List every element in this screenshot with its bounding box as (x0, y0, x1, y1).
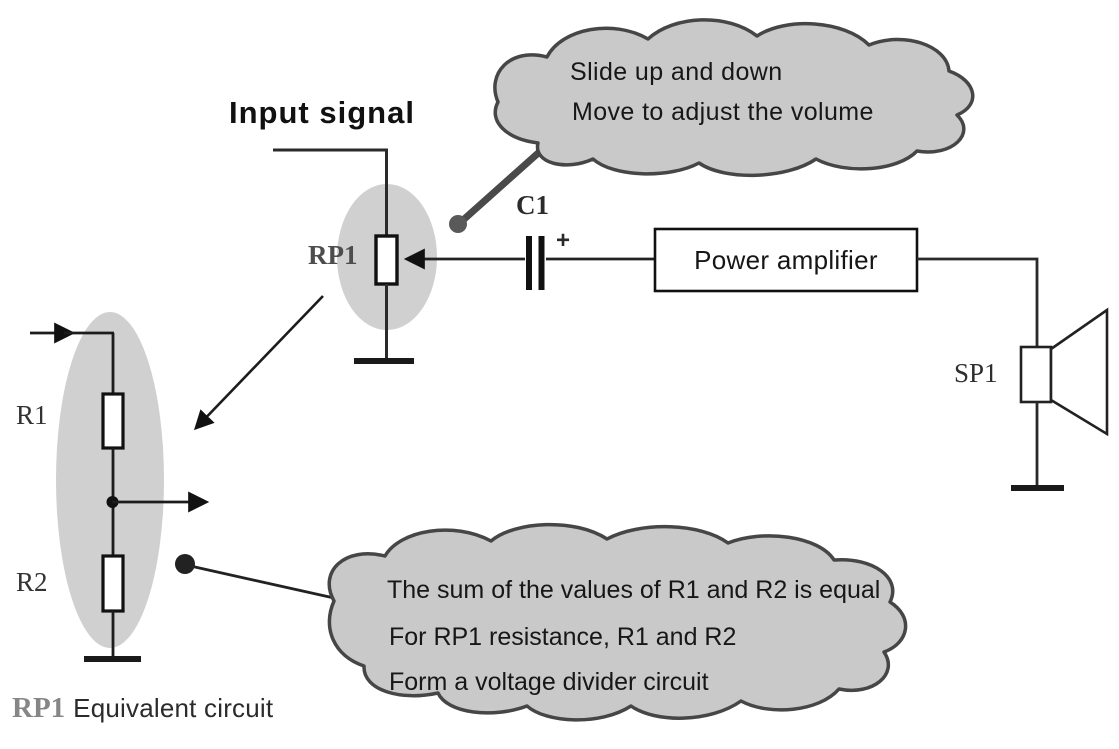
speaker-icon (1011, 307, 1109, 491)
bottom-cloud-callout (175, 522, 908, 722)
resistor-r2-symbol (101, 554, 125, 613)
top-cloud-pointer-line (458, 143, 549, 225)
amp-to-speaker-wire (917, 257, 1039, 347)
input-signal-wire (273, 148, 388, 236)
top-cloud-callout (449, 18, 975, 233)
bottom-cloud-pointer-dot (175, 554, 195, 574)
potentiometer-symbol (354, 234, 525, 364)
top-callout-line2: Move to adjust the volume (572, 98, 874, 126)
top-cloud-pointer-dot (449, 215, 467, 233)
c1-label: C1 (516, 190, 549, 220)
rp1-label: RP1 (308, 240, 358, 270)
bottom-cloud-pointer-line (185, 563, 335, 600)
caption-text: Equivalent circuit (73, 693, 274, 723)
bottom-callout-line2: For RP1 resistance, R1 and R2 (389, 623, 737, 651)
bottom-callout-line3: Form a voltage divider circuit (389, 668, 709, 696)
power-amplifier-label: Power amplifier (694, 244, 878, 275)
equivalent-circuit-highlight-ellipse (56, 312, 164, 648)
rp1-to-equivalent-arrow (193, 295, 324, 431)
r1-label: R1 (16, 400, 48, 430)
resistor-r1-symbol (101, 392, 125, 450)
top-callout-line1: Slide up and down (570, 58, 783, 86)
caption-rp1-label: RP1 (12, 692, 66, 724)
input-signal-label: Input signal (229, 95, 415, 130)
c1-polarity-sign: + (556, 227, 571, 254)
equivalent-circuit-caption: RP1 Equivalent circuit (12, 692, 273, 725)
equivalent-circuit (30, 322, 210, 662)
sp1-label: SP1 (954, 358, 998, 388)
r2-label: R2 (16, 567, 48, 597)
bottom-cloud-shape (327, 522, 908, 722)
power-amplifier-box (653, 227, 919, 293)
top-cloud-shape (493, 18, 975, 177)
capacitor-symbol (526, 236, 654, 290)
bottom-callout-line1: The sum of the values of R1 and R2 is eq… (387, 576, 881, 604)
